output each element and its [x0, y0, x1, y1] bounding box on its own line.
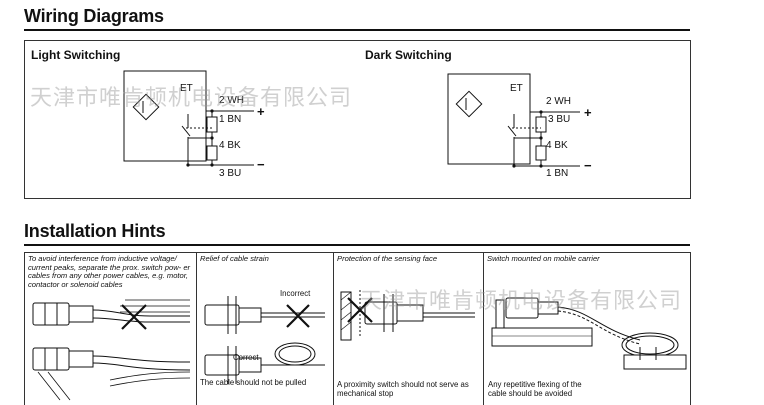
panel3-caption-line2: mechanical stop	[337, 389, 394, 398]
panel4-caption-line1: Any repetitive flexing of the	[488, 380, 582, 389]
light-bn-label: 1 BN	[219, 114, 242, 125]
panel4-hint: Switch mounted on mobile carrier	[487, 254, 600, 263]
watermark-bottom: 天津市唯肯顿机电设备有限公司	[360, 289, 683, 314]
dark-bk-label: 4 BK	[546, 140, 568, 151]
panel3-hint: Protection of the sensing face	[337, 254, 438, 263]
panel-divider-2	[333, 252, 334, 405]
panel1-hint: To avoid interference from inductive vol…	[28, 254, 191, 289]
panel2-hint: Relief of cable strain	[200, 254, 269, 263]
light-wh-label: 2 WH	[219, 95, 244, 106]
wiring-heading-rule	[24, 29, 690, 31]
light-bu-label: 3 BU	[219, 168, 242, 179]
panel-divider-1	[196, 252, 197, 405]
panel2-incorrect-label: Incorrect	[280, 289, 311, 298]
panel3-caption-line1: A proximity switch should not serve as	[337, 380, 469, 389]
panel4-caption-line2: cable should be avoided	[488, 389, 573, 398]
light-minus-symbol: −	[257, 157, 265, 172]
wiring-diagrams-heading: Wiring Diagrams	[24, 6, 164, 26]
light-et-label: ET	[180, 83, 193, 94]
dark-minus-symbol: −	[584, 158, 592, 173]
dark-bn-label: 1 BN	[546, 168, 569, 179]
dark-et-label: ET	[510, 83, 523, 94]
light-bk-label: 4 BK	[219, 140, 241, 151]
watermark-top: 天津市唯肯顿机电设备有限公司	[30, 86, 353, 111]
dark-switching-title: Dark Switching	[365, 48, 452, 62]
install-heading-rule	[24, 244, 690, 246]
light-switching-title: Light Switching	[31, 48, 121, 62]
panel-divider-3	[483, 252, 484, 405]
light-plus-symbol: +	[257, 104, 265, 119]
panel2-caption: The cable should not be pulled	[200, 378, 307, 387]
dark-wh-label: 2 WH	[546, 96, 571, 107]
dark-plus-symbol: +	[584, 105, 592, 120]
panel2-correct-label: Correct	[233, 353, 259, 362]
dark-bu-label: 3 BU	[548, 114, 571, 125]
installation-hints-heading: Installation Hints	[24, 221, 166, 241]
wiring-diagrams-panel	[24, 40, 691, 199]
